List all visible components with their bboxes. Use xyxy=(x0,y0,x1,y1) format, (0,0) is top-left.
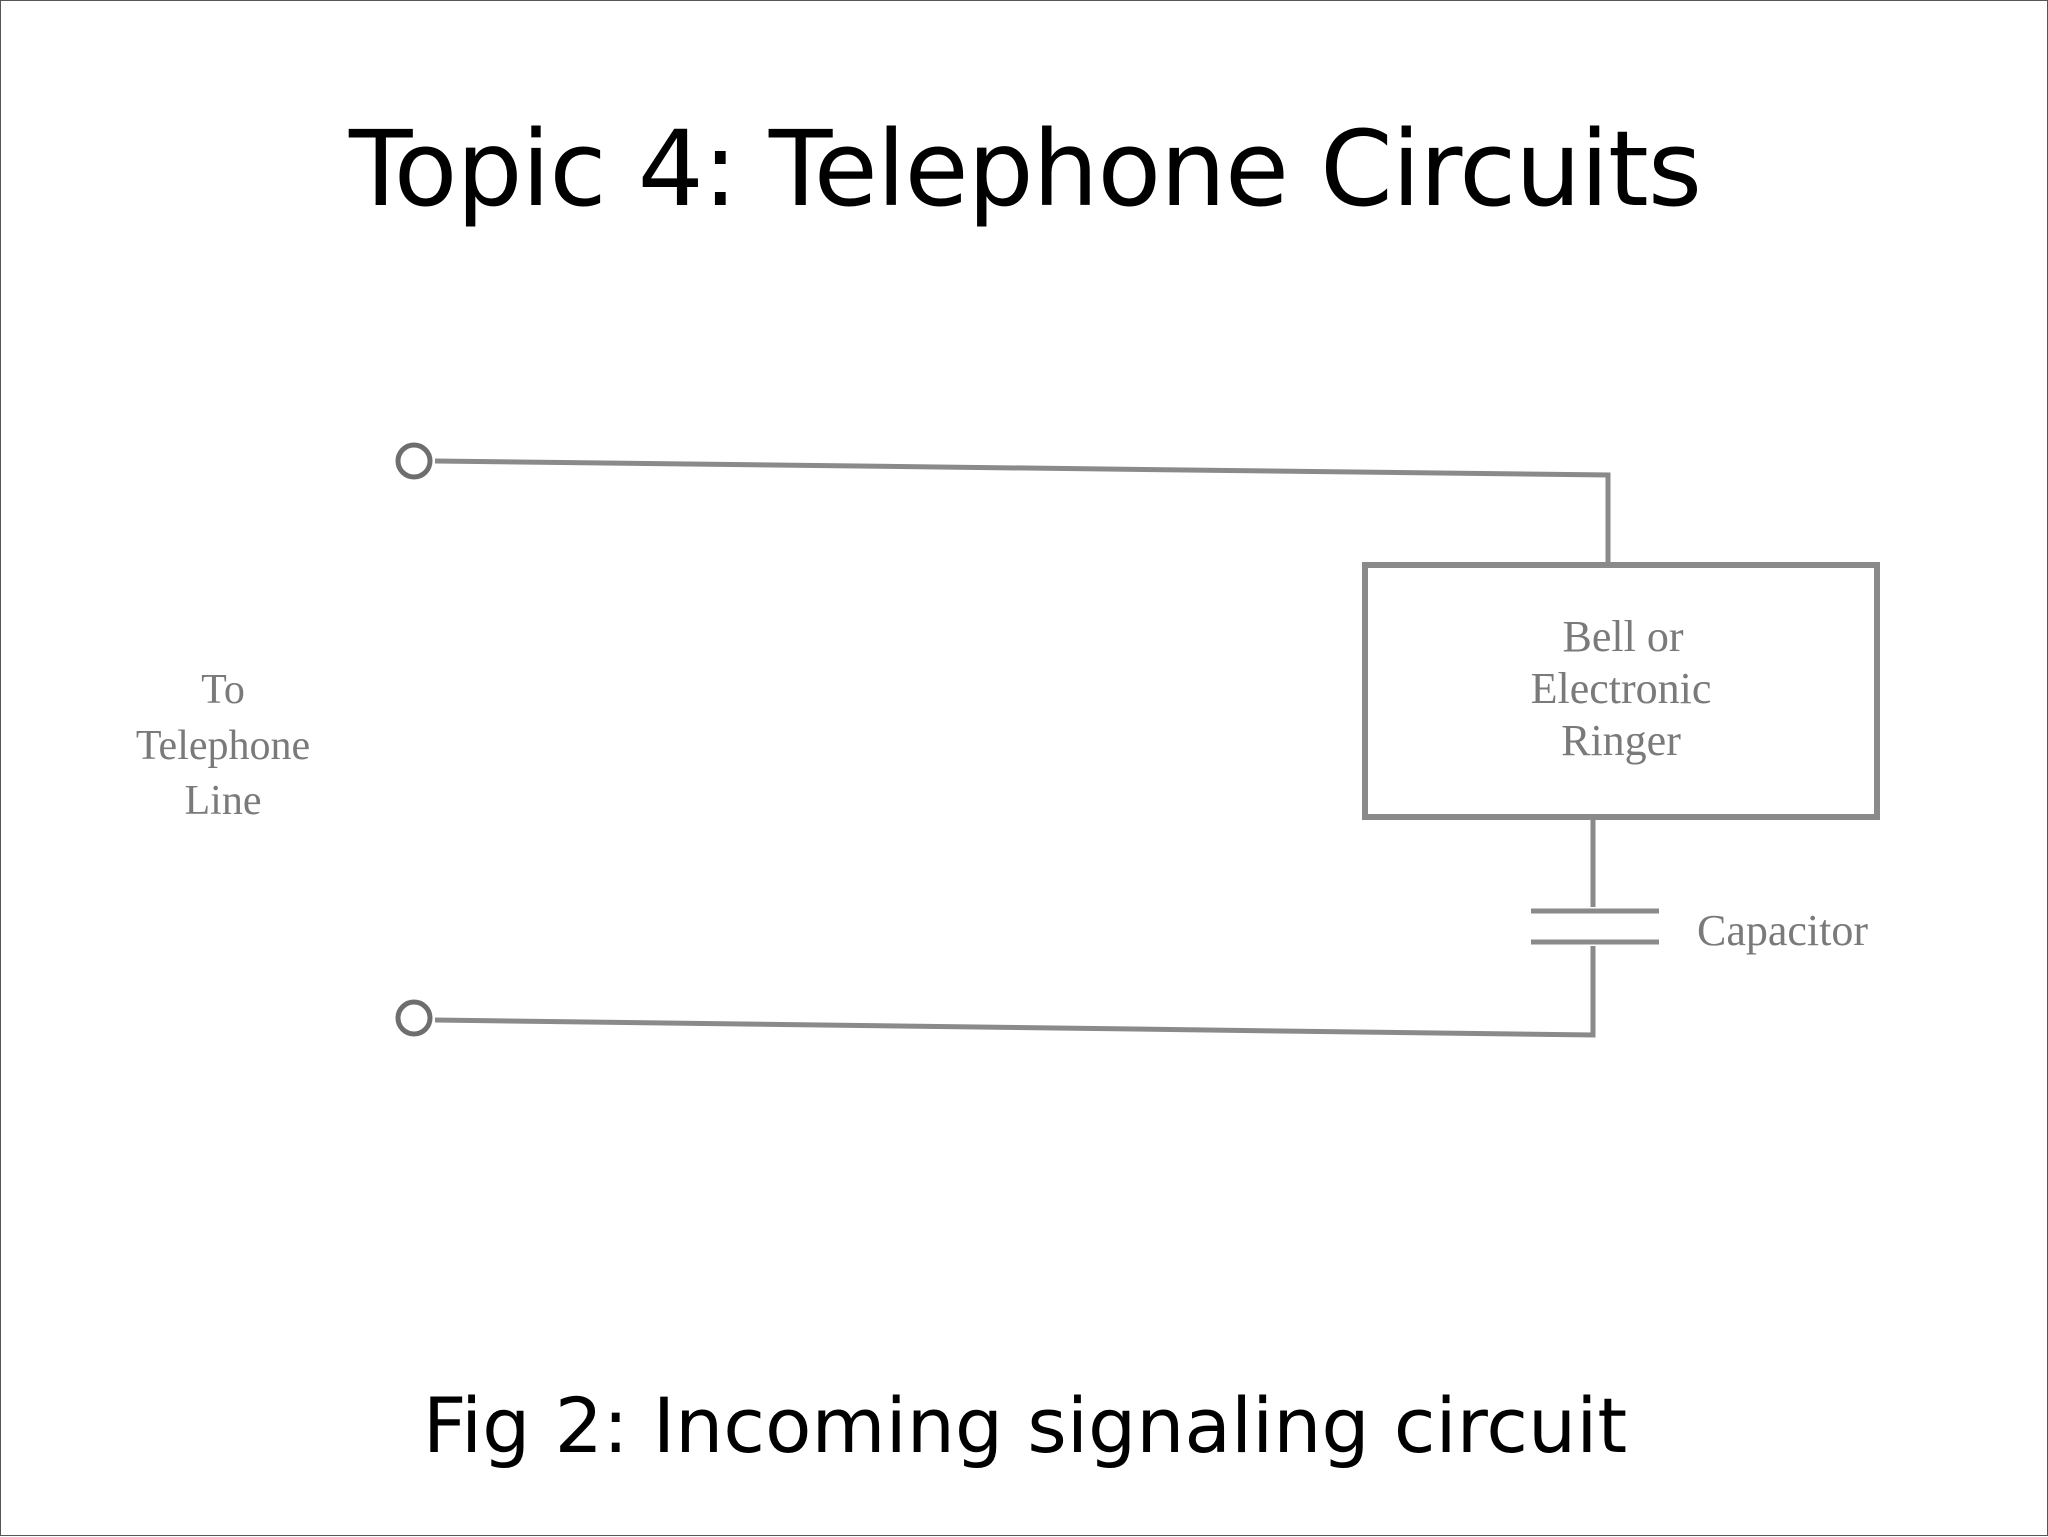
ringer-label-line-1: Bell or xyxy=(1563,612,1684,661)
line-label-line-1: To xyxy=(201,667,245,713)
bottom-terminal xyxy=(395,999,433,1037)
ringer-box xyxy=(1362,562,1880,820)
line-label-line-2: Telephone xyxy=(136,723,310,769)
figure-caption: Fig 2: Incoming signaling circuit xyxy=(422,1381,1628,1470)
slide-title: Topic 4: Telephone Circuits xyxy=(348,108,1702,230)
ringer-label-line-2: Electronic xyxy=(1531,664,1712,713)
top-terminal xyxy=(395,442,433,480)
top-wire xyxy=(434,458,1611,563)
bottom-wire xyxy=(434,946,1596,1038)
ringer-label-line-3: Ringer xyxy=(1561,716,1681,765)
capacitor-label: Capacitor xyxy=(1697,906,1868,955)
line-label-line-3: Line xyxy=(185,778,262,824)
